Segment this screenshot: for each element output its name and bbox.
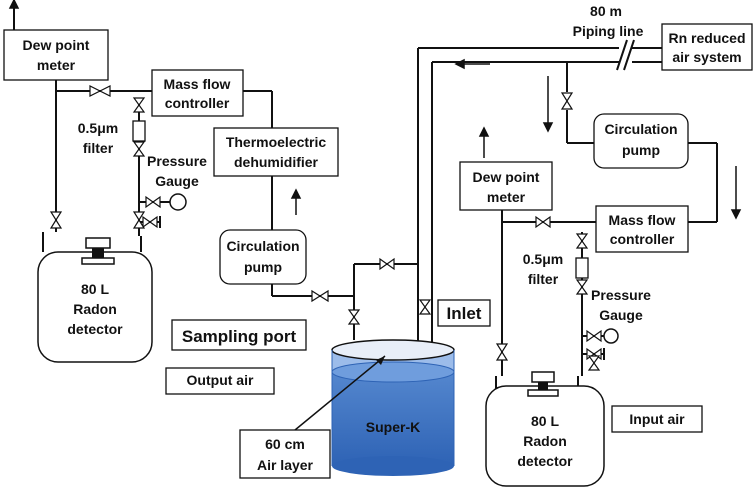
output-air-label: Output air [187, 372, 254, 388]
inlet-box [437, 299, 491, 327]
input-air-label: Input air [629, 411, 685, 427]
right-detector-cap-top [531, 371, 555, 383]
mfc-left-label-2: controller [165, 95, 230, 111]
superk-top [331, 339, 455, 361]
valve-right-filter-top [575, 233, 589, 243]
valve-pump-out [311, 289, 322, 303]
filter-left-label-1: 0.5μm [78, 120, 118, 136]
rn-label-1: Rn reduced [668, 30, 745, 46]
superk-tank [331, 339, 455, 476]
circ-left-label-2: pump [244, 259, 282, 275]
valve-left-bypass [142, 215, 152, 229]
dew-point-left-label-1: Dew point [23, 37, 90, 53]
valve-right-detector [495, 343, 509, 354]
pressure-left-label-2: Gauge [155, 173, 199, 189]
piping-label-1: 80 m [590, 3, 622, 19]
left-detector-cap-mid [92, 248, 104, 258]
dew-point-left-label-2: meter [37, 57, 76, 73]
pressure-right-label-1: Pressure [591, 287, 651, 303]
rn-label-2: air system [672, 49, 741, 65]
valves [49, 85, 602, 371]
valve-right-bypass-v [587, 355, 601, 365]
pipe-break-mark-2 [623, 39, 635, 71]
right-circulation-pump [593, 113, 689, 169]
inlet-label: Inlet [447, 304, 482, 323]
air-layer-box [239, 429, 331, 479]
valve-left-pressure [145, 195, 155, 209]
left-detector-cap-top [85, 237, 111, 249]
filter-right-label-1: 0.5μm [523, 251, 563, 267]
thermoelectric-dehumidifier [213, 127, 339, 177]
valve-sampling-port [347, 309, 361, 319]
detector-right-label-3: detector [517, 453, 573, 469]
valve-left-top [89, 85, 102, 97]
sampling-port-box [171, 319, 307, 351]
pressure-right-label-2: Gauge [599, 307, 643, 323]
output-air-box [165, 367, 275, 395]
mfc-right-label-1: Mass flow [609, 212, 676, 228]
detector-left-label-3: detector [67, 321, 123, 337]
circ-left-label-1: Circulation [226, 238, 299, 254]
air-layer-label-1: 60 cm [265, 436, 305, 452]
right-detector-cap-base [527, 389, 559, 397]
valve-right-pressure [586, 329, 596, 343]
valve-left-filter-bot [132, 141, 146, 151]
superk-label: Super-K [366, 419, 420, 435]
right-dew-point-meter [459, 161, 553, 211]
sampling-port-label: Sampling port [182, 327, 297, 346]
piping-label-2: Piping line [573, 23, 644, 39]
left-radon-detector [37, 237, 153, 363]
valve-left-detector-2 [132, 211, 146, 222]
air-layer-pointer [294, 355, 386, 431]
valve-left-detector [49, 211, 63, 222]
valve-left-filter-top [132, 97, 146, 107]
left-detector-cap-base [81, 257, 115, 265]
rn-reduced-air-system [661, 23, 753, 71]
right-mass-flow-controller [595, 205, 689, 253]
circ-right-label-1: Circulation [604, 121, 677, 137]
detector-right-label-2: Radon [523, 433, 567, 449]
right-radon-detector [485, 371, 605, 487]
left-mass-flow-controller [151, 69, 244, 117]
mfc-right-label-2: controller [610, 231, 675, 247]
detector-right-label-1: 80 L [531, 413, 559, 429]
left-dew-point-meter [3, 29, 109, 81]
detector-left-label-2: Radon [73, 301, 117, 317]
pipe-break-mark-1 [616, 39, 628, 71]
dew-point-right-label-2: meter [487, 189, 526, 205]
valve-right-top [560, 92, 574, 103]
filter-right-label-2: filter [528, 271, 559, 287]
thermo-label-2: dehumidifier [234, 154, 319, 170]
right-filter-element [575, 257, 589, 279]
detector-left-label-1: 80 L [81, 281, 109, 297]
left-filter-element [132, 120, 146, 142]
right-detector-cap-mid [538, 382, 548, 390]
air-layer-label-2: Air layer [257, 457, 314, 473]
air-layer-pointer-head [376, 356, 385, 365]
valve-right-mfc [535, 215, 545, 229]
left-circulation-pump [219, 229, 307, 285]
right-pressure-gauge-icon [603, 328, 619, 344]
dew-point-right-label-1: Dew point [473, 169, 540, 185]
left-pressure-gauge-icon [169, 193, 187, 211]
filter-left-label-2: filter [83, 140, 114, 156]
thermo-label-1: Thermoelectric [226, 134, 327, 150]
input-air-box [611, 405, 703, 433]
pressure-left-label-1: Pressure [147, 153, 207, 169]
valve-inlet [418, 299, 432, 309]
valve-right-filter-bot [575, 279, 589, 289]
circ-right-label-2: pump [622, 142, 660, 158]
valve-sampling-top [379, 257, 389, 271]
mfc-left-label-1: Mass flow [164, 76, 231, 92]
flow-arrows [8, 0, 742, 220]
